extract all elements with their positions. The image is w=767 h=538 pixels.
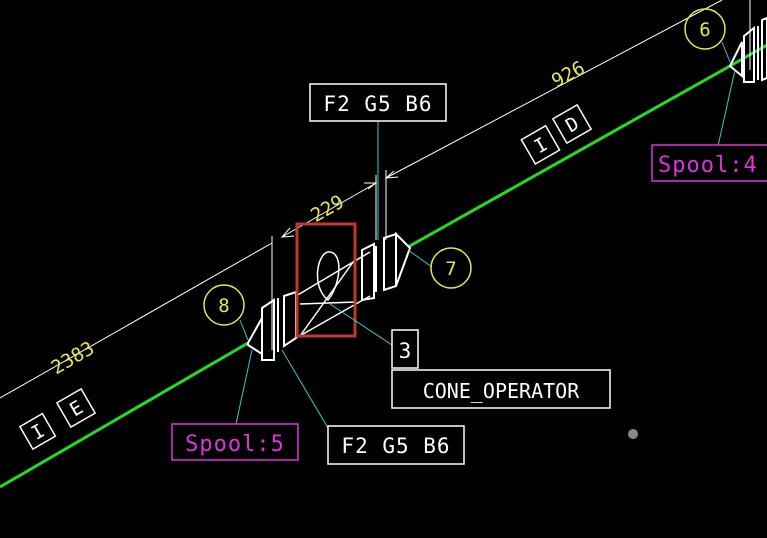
- spec-tag-bottom-label: F2 G5 B6: [341, 434, 450, 458]
- leader-lines: [235, 41, 736, 429]
- component-name-label: CONE_OPERATOR: [423, 379, 580, 403]
- marker-left[interactable]: I E: [18, 387, 97, 451]
- flange-right[interactable]: [361, 231, 412, 302]
- marker-right[interactable]: I D: [520, 103, 593, 166]
- pipe-centerline[interactable]: [0, 43, 767, 489]
- spec-tag-top-label: F2 G5 B6: [323, 92, 432, 116]
- marker-left-bar: I: [28, 420, 49, 445]
- balloon-7[interactable]: 7: [430, 247, 472, 289]
- component-number-label: 3: [399, 339, 412, 363]
- marker-right-letter: D: [562, 112, 583, 137]
- cone-operator-valve[interactable]: [295, 251, 371, 339]
- cursor-dot: [628, 429, 638, 439]
- dimension-926: 926: [548, 57, 589, 93]
- spool-left-label: Spool:5: [185, 432, 285, 457]
- balloon-6[interactable]: 6: [684, 8, 726, 50]
- component-number-tag[interactable]: 3: [391, 329, 419, 369]
- dimension-lines: [0, 0, 751, 399]
- component-name-tag[interactable]: CONE_OPERATOR: [391, 369, 611, 409]
- selection-highlight[interactable]: [295, 222, 357, 338]
- spool-tag-right[interactable]: Spool:4: [651, 144, 767, 182]
- spec-tag-top[interactable]: F2 G5 B6: [309, 83, 447, 122]
- balloon-8-label: 8: [218, 295, 229, 317]
- dimension-229: 229: [307, 191, 348, 227]
- spec-tag-bottom[interactable]: F2 G5 B6: [327, 425, 465, 465]
- dimension-2383: 2383: [48, 337, 99, 379]
- spool-tag-left[interactable]: Spool:5: [171, 423, 299, 461]
- balloon-6-label: 6: [699, 19, 710, 41]
- spool-right-label: Spool:4: [658, 153, 758, 178]
- flange-top-right[interactable]: [728, 16, 767, 83]
- balloon-8[interactable]: 8: [203, 284, 245, 326]
- balloon-7-label: 7: [445, 258, 456, 280]
- marker-left-letter: E: [66, 396, 87, 421]
- marker-right-bar: I: [531, 133, 552, 158]
